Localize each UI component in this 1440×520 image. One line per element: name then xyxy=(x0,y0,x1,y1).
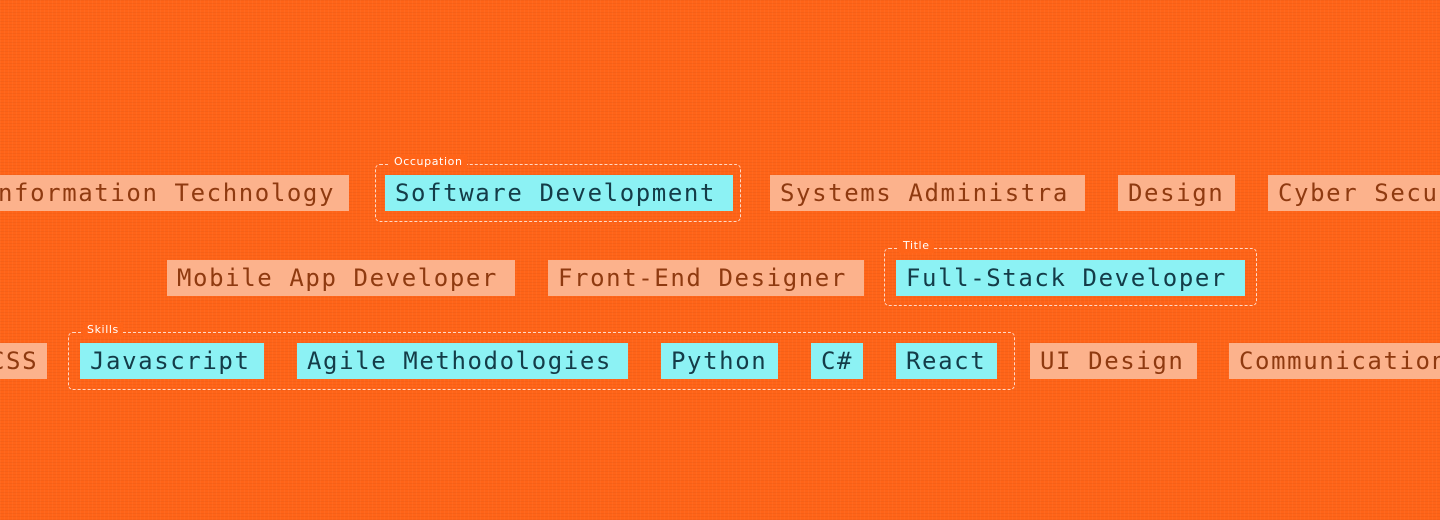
occupation-group-label: Occupation xyxy=(390,155,467,169)
tag-design[interactable]: Design xyxy=(1118,175,1235,211)
title-group-label: Title xyxy=(899,239,934,253)
occupation-group: Occupation xyxy=(375,155,741,222)
tag-information-technology[interactable]: nformation Technology xyxy=(0,175,349,211)
skills-group-label: Skills xyxy=(83,323,123,337)
tag-cyber-security[interactable]: Cyber Secu xyxy=(1268,175,1440,211)
tag-react[interactable]: React xyxy=(896,343,997,379)
tag-javascript[interactable]: Javascript xyxy=(80,343,264,379)
skills-group: Skills xyxy=(68,323,1015,390)
tag-front-end-designer[interactable]: Front-End Designer xyxy=(548,260,864,296)
title-group: Title xyxy=(884,239,1257,306)
tag-mobile-app-developer[interactable]: Mobile App Developer xyxy=(167,260,515,296)
tag-full-stack-developer[interactable]: Full-Stack Developer xyxy=(896,260,1245,296)
tag-agile-methodologies[interactable]: Agile Methodologies xyxy=(297,343,628,379)
tag-communication[interactable]: Communication xyxy=(1229,343,1440,379)
tag-software-development[interactable]: Software Development xyxy=(385,175,733,211)
tag-css[interactable]: CSS xyxy=(0,343,47,379)
tag-ui-design[interactable]: UI Design xyxy=(1030,343,1197,379)
tag-python[interactable]: Python xyxy=(661,343,778,379)
tag-systems-administration[interactable]: Systems Administra xyxy=(770,175,1085,211)
tag-csharp[interactable]: C# xyxy=(811,343,863,379)
